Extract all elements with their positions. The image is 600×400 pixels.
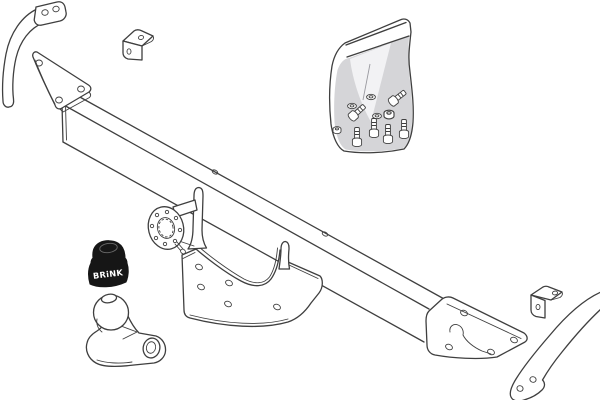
bracket-slot xyxy=(195,263,203,271)
fastener-bag xyxy=(328,18,414,154)
arm-hole xyxy=(41,9,49,16)
arm-hole xyxy=(516,385,524,392)
plate-hole xyxy=(35,59,43,67)
bracket-slot xyxy=(225,279,233,287)
bracket-hole xyxy=(126,48,132,55)
center-ball-bracket xyxy=(147,186,323,328)
bracket-slot xyxy=(273,303,281,311)
plate-hole xyxy=(445,343,453,351)
right-end-plate xyxy=(425,296,528,360)
beam-hole xyxy=(321,231,329,237)
plate-hole xyxy=(77,85,85,93)
brink-logo: BRiNK xyxy=(92,267,124,281)
small-angle-bracket-top xyxy=(122,29,154,61)
beam-hole xyxy=(211,169,219,175)
left-end-plate xyxy=(32,51,92,113)
bracket-hole xyxy=(137,35,145,40)
small-angle-bracket-right xyxy=(530,285,563,319)
flange-bolt-holes xyxy=(149,209,183,247)
arm-hole xyxy=(529,376,537,383)
cap-top-ring xyxy=(99,242,118,254)
bracket-hole xyxy=(535,303,541,311)
arm-hole xyxy=(52,5,60,13)
bracket-slot xyxy=(224,300,232,308)
bracket-slot xyxy=(197,283,205,291)
ball-cover-cap: BRiNK xyxy=(88,240,129,288)
right-side-arm xyxy=(509,291,600,400)
plate-hole xyxy=(460,309,468,317)
flange-towball xyxy=(85,293,167,367)
plate-hole xyxy=(487,348,495,356)
plate-hole xyxy=(510,336,518,344)
left-side-arm xyxy=(1,1,67,108)
plate-hole xyxy=(55,96,63,104)
flange-stud xyxy=(180,248,186,255)
bracket-hole xyxy=(551,290,559,296)
